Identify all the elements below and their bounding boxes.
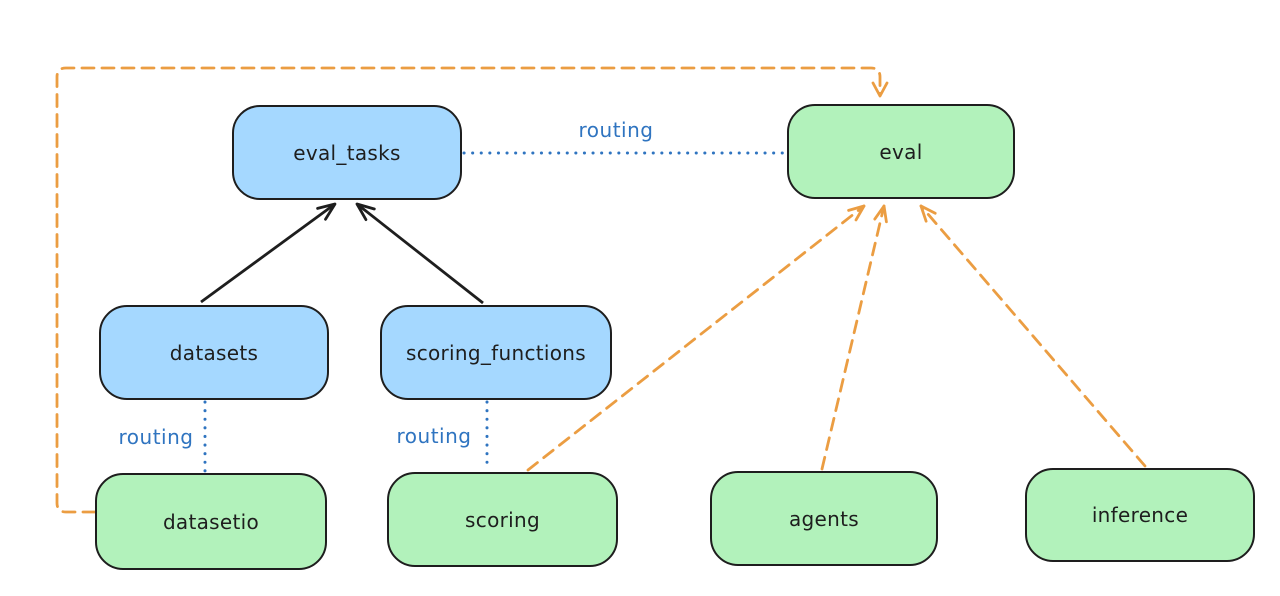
node-eval[interactable]: eval — [787, 104, 1015, 199]
edge-datasetio-eval-arrowhead — [871, 81, 889, 98]
edge-scoring-functions-eval-tasks — [356, 202, 484, 305]
edge-label-routing-top: routing — [578, 118, 654, 142]
edge-scoring-eval-arrowhead — [847, 204, 866, 222]
node-datasetio-label: datasetio — [162, 509, 260, 534]
node-inference[interactable]: inference — [1025, 468, 1255, 562]
node-datasets-label: datasets — [169, 340, 259, 365]
edge-inference-eval — [919, 204, 1147, 468]
node-scoring-functions-label: scoring_functions — [405, 340, 587, 365]
node-datasets[interactable]: datasets — [99, 305, 329, 400]
node-eval-label: eval — [879, 139, 923, 164]
node-agents[interactable]: agents — [710, 471, 938, 566]
edge-scoring-functions-eval-tasks-arrowhead — [355, 202, 376, 221]
edge-label-routing-middle: routing — [396, 424, 472, 448]
node-scoring-label: scoring — [465, 507, 540, 532]
edge-label-routing-left: routing — [118, 425, 194, 449]
node-datasetio[interactable]: datasetio — [95, 473, 327, 570]
edge-agents-eval — [820, 204, 886, 471]
node-scoring[interactable]: scoring — [387, 472, 618, 567]
edge-inference-eval-arrowhead — [919, 204, 937, 223]
node-scoring-functions[interactable]: scoring_functions — [380, 305, 612, 400]
edge-agents-eval-arrowhead — [873, 204, 888, 224]
edge-scoring-eval — [526, 204, 866, 472]
node-agents-label: agents — [789, 506, 859, 531]
node-eval-tasks-label: eval_tasks — [293, 140, 401, 165]
node-inference-label: inference — [1091, 503, 1189, 527]
edge-datasets-eval-tasks-arrowhead — [316, 202, 337, 221]
node-eval-tasks[interactable]: eval_tasks — [232, 105, 462, 200]
edge-datasets-eval-tasks — [200, 202, 336, 304]
